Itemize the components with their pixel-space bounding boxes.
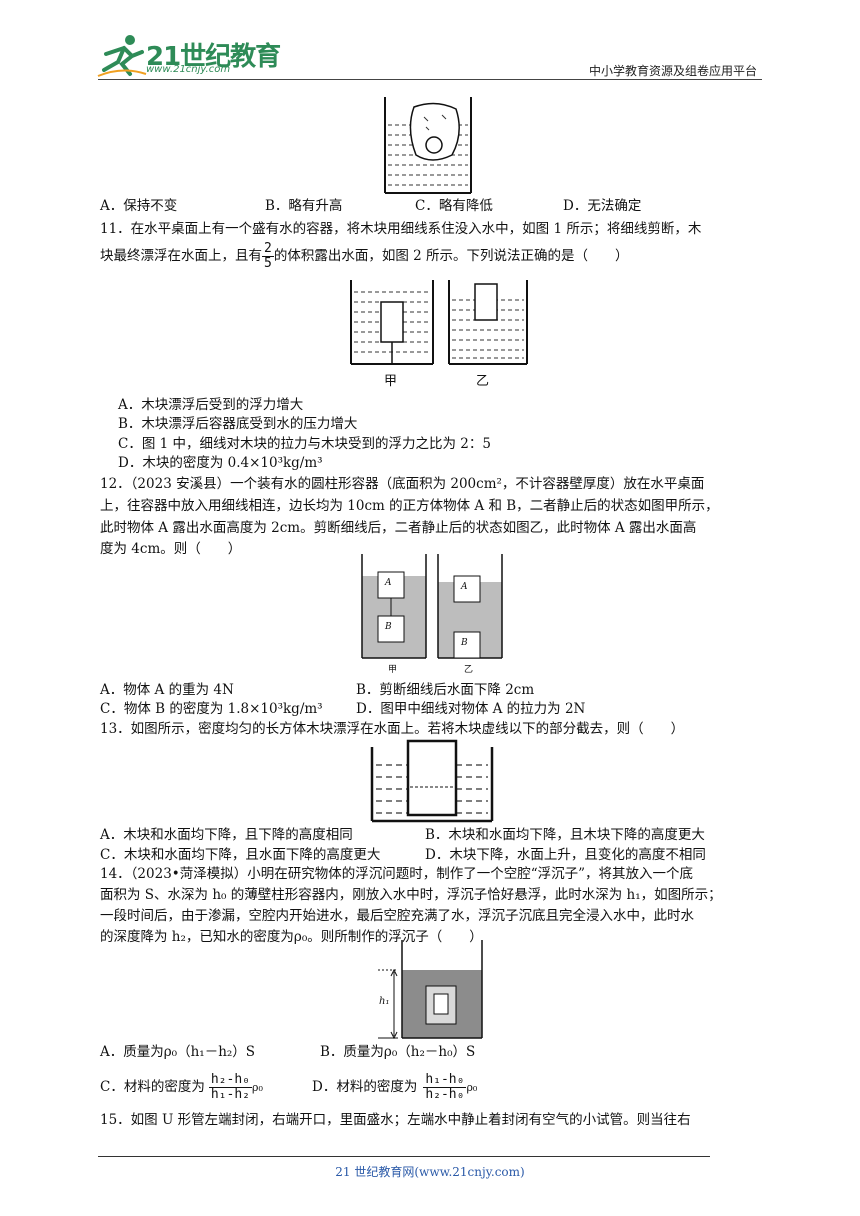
q11-option-c: C．图 1 中，细线对木块的拉力与木块受到的浮力之比为 2：5 bbox=[118, 436, 491, 452]
q11-stem-line2b: 的体积露出水面，如图 2 所示。下列说法正确的是（ ） bbox=[273, 248, 629, 264]
q11-fig-label-right: 乙 bbox=[476, 374, 490, 389]
q10-option-a: A．保持不变 bbox=[100, 198, 178, 214]
q12-label-b-right: B bbox=[461, 638, 468, 648]
q12-label-b-left: B bbox=[385, 622, 392, 632]
q12-stem-line4: 度为 4cm。则（ ） bbox=[100, 541, 242, 557]
q12-figure bbox=[361, 554, 503, 659]
header-divider bbox=[98, 79, 762, 80]
q14-option-d-den: h₂-h₀ bbox=[425, 1087, 465, 1102]
footer-divider bbox=[98, 1156, 710, 1157]
q13-option-c: C．木块和水面均下降，且水面下降的高度更大 bbox=[100, 847, 381, 863]
q11-figure bbox=[350, 280, 528, 365]
q14-fig-h1-label: h₁ bbox=[379, 996, 390, 1007]
q14-stem-line3: 一段时间后，由于渗漏，空腔内开始进水，最后空腔充满了水，浮沉子沉底且完全浸入水中… bbox=[100, 908, 694, 924]
q12-option-d: D．图甲中细线对物体 A 的拉力为 2N bbox=[356, 701, 586, 717]
q10-figure bbox=[384, 97, 472, 194]
q15-stem-line1: 15．如图 U 形管左端封闭，右端开口，里面盛水；左端水中静止着封闭有空气的小试… bbox=[100, 1112, 691, 1128]
q13-option-d: D．木块下降，水面上升，且变化的高度不相同 bbox=[425, 847, 706, 863]
q12-label-a-left: A bbox=[385, 578, 392, 588]
q11-option-b: B．木块漂浮后容器底受到水的压力增大 bbox=[118, 416, 358, 432]
q14-option-b: B．质量为ρ₀（h₂－h₀）S bbox=[320, 1044, 476, 1060]
q14-option-d-rho: ρ₀ bbox=[466, 1081, 478, 1094]
q10-option-d: D．无法确定 bbox=[563, 198, 642, 214]
q12-label-a-right: A bbox=[461, 582, 468, 592]
q13-stem: 13．如图所示，密度均匀的长方体木块漂浮在水面上。若将木块虚线以下的部分截去，则… bbox=[100, 721, 685, 737]
q11-stem-line2a: 块最终漂浮在水面上，且有 bbox=[100, 248, 262, 264]
q10-option-c: C．略有降低 bbox=[415, 198, 493, 214]
q10-option-b: B．略有升高 bbox=[265, 198, 343, 214]
q14-option-c-num: h₂-h₀ bbox=[208, 1072, 252, 1088]
q12-fig-label-left: 甲 bbox=[388, 665, 398, 675]
q12-fig-label-right: 乙 bbox=[464, 665, 474, 675]
logo-url: www.21cnjy.com bbox=[146, 64, 231, 75]
q11-option-a: A．木块漂浮后受到的浮力增大 bbox=[118, 397, 304, 413]
q11-frac-num: 2 bbox=[262, 241, 274, 257]
q14-option-c-label: C．材料的密度为 bbox=[100, 1079, 205, 1095]
q12-stem-line1: 12．（2023 安溪县）一个装有水的圆柱形容器（底面积为 200cm²，不计容… bbox=[100, 476, 705, 492]
q13-figure bbox=[370, 739, 494, 823]
q14-stem-line2: 面积为 S、水深为 h₀ 的薄壁柱形容器内，刚放入水中时，浮沉子恰好悬浮，此时水… bbox=[100, 887, 722, 903]
q14-stem-line4: 的深度降为 h₂，已知水的密度为ρ₀。则所制作的浮沉子（ ） bbox=[100, 929, 483, 945]
q11-stem-line1: 11．在水平桌面上有一个盛有水的容器，将木块用细线系住没入水中，如图 1 所示；… bbox=[100, 221, 702, 237]
q14-stem-line1: 14．（2023•菏泽模拟）小明在研究物体的浮沉问题时，制作了一个空腔“浮沉子”… bbox=[100, 866, 694, 882]
runner-logo-icon bbox=[97, 35, 147, 77]
q13-option-b: B．木块和水面均下降，且木块下降的高度更大 bbox=[425, 827, 705, 843]
q14-option-c-rho: ρ₀ bbox=[251, 1081, 263, 1094]
q11-fig-label-left: 甲 bbox=[384, 374, 398, 389]
q12-option-b: B．剪断细线后水面下降 2cm bbox=[356, 682, 535, 698]
q14-figure bbox=[378, 940, 483, 1040]
header-title: 中小学教育资源及组卷应用平台 bbox=[588, 64, 757, 78]
q12-option-c: C．物体 B 的密度为 1.8×10³kg/m³ bbox=[100, 701, 323, 717]
q14-option-a: A．质量为ρ₀（h₁－h₂）S bbox=[100, 1044, 256, 1060]
q11-option-d: D．木块的密度为 0.4×10³kg/m³ bbox=[118, 455, 323, 471]
q11-frac-den: 5 bbox=[264, 256, 272, 271]
q12-stem-line2: 上，往容器中放入用细线相连，边长均为 10cm 的正方体物体 A 和 B，二者静… bbox=[100, 498, 719, 514]
q14-option-c-den: h₁-h₂ bbox=[210, 1087, 250, 1102]
q14-option-d-num: h₁-h₀ bbox=[423, 1072, 467, 1088]
q12-option-a: A．物体 A 的重为 4N bbox=[100, 682, 234, 698]
q12-stem-line3: 此时物体 A 露出水面高度为 2cm。剪断细线后，二者静止后的状态如图乙，此时物… bbox=[100, 520, 697, 536]
q13-option-a: A．木块和水面均下降，且下降的高度相同 bbox=[100, 827, 353, 843]
footer-link[interactable]: 21 世纪教育网(www.21cnjy.com) bbox=[335, 1165, 525, 1179]
logo-text: 21世纪教育 bbox=[146, 42, 281, 72]
q14-option-d-label: D．材料的密度为 bbox=[312, 1079, 418, 1095]
